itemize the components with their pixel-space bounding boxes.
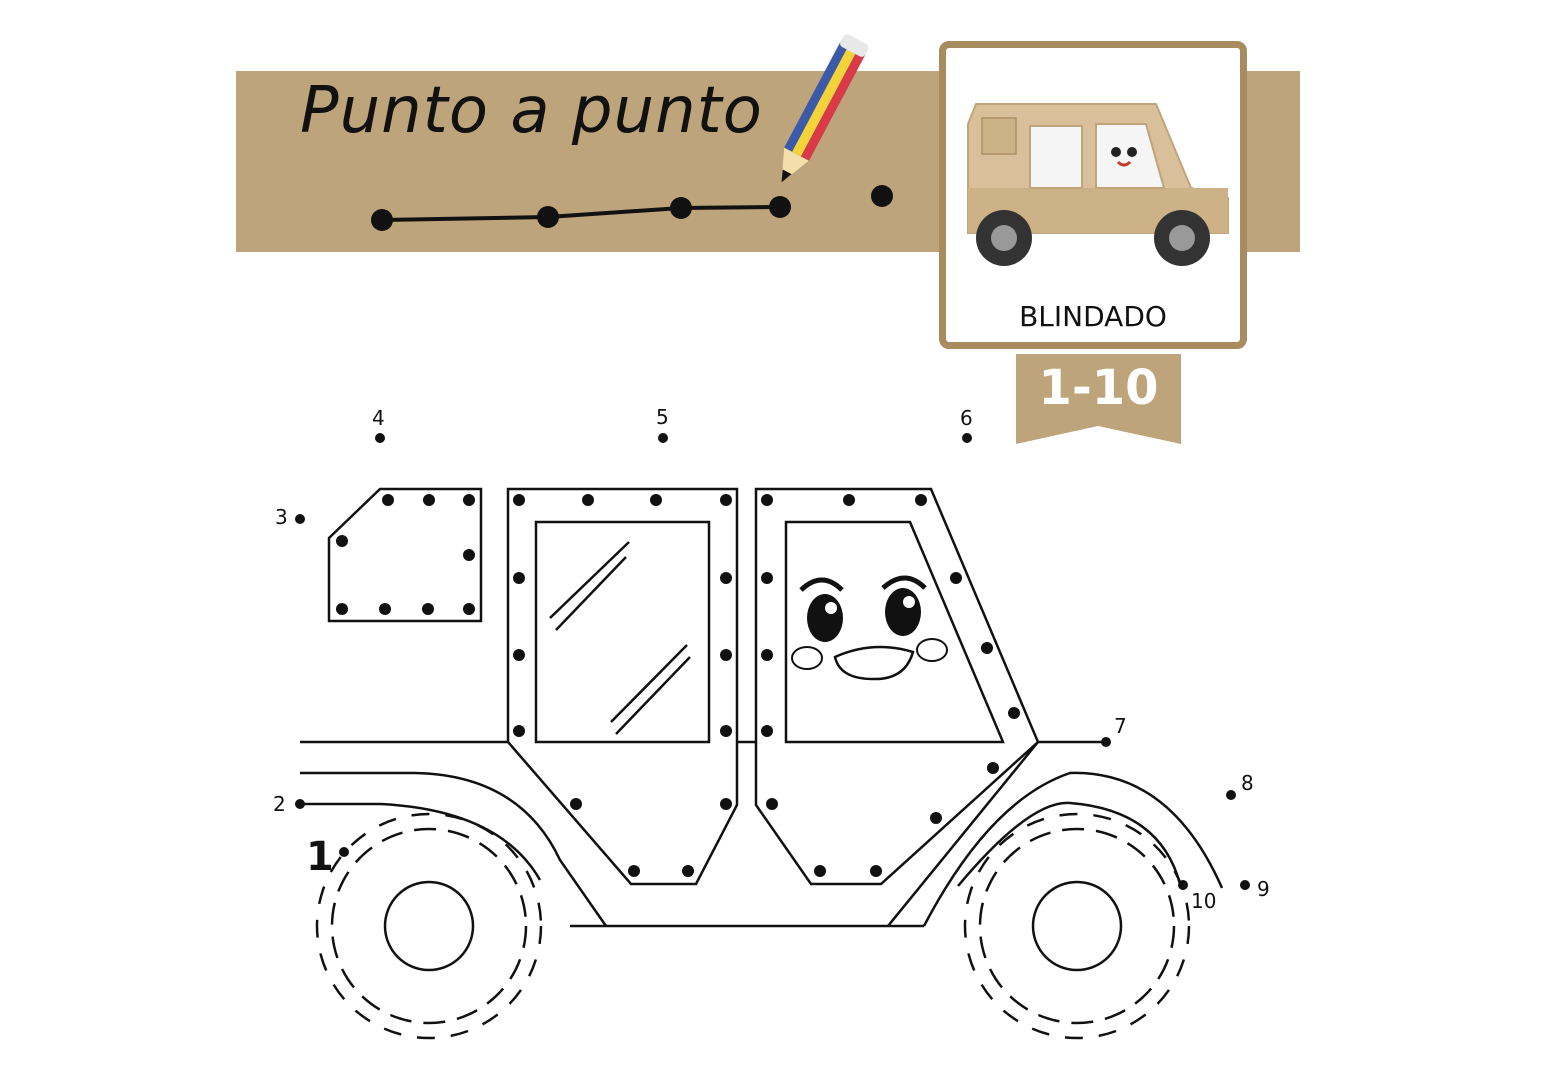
dot-label-10: 10 bbox=[1191, 889, 1217, 913]
dot-label-3: 3 bbox=[275, 505, 288, 529]
dot-label-1: 1 bbox=[306, 834, 334, 880]
card-label: BLINDADO bbox=[1019, 300, 1167, 333]
dot-label-2: 2 bbox=[273, 792, 286, 816]
dot-label-4: 4 bbox=[372, 406, 385, 430]
dot-label-5: 5 bbox=[656, 405, 669, 429]
example-dots-line bbox=[371, 185, 893, 231]
rear-wheel bbox=[963, 812, 1191, 1040]
armored-vehicle-icon bbox=[967, 103, 1229, 266]
vehicle-face bbox=[791, 575, 948, 681]
dot-label-7: 7 bbox=[1114, 714, 1127, 738]
vehicle-outline bbox=[300, 487, 1224, 1040]
pencil-icon bbox=[781, 34, 869, 183]
page-title: Punto a punto bbox=[300, 74, 763, 148]
vehicle-card: BLINDADO bbox=[939, 41, 1247, 349]
dot-label-8: 8 bbox=[1241, 771, 1254, 795]
range-ribbon bbox=[1016, 354, 1181, 444]
range-badge: 1-10 bbox=[1038, 360, 1159, 416]
dot-label-6: 6 bbox=[960, 406, 973, 430]
rivets bbox=[336, 494, 1020, 877]
dot-label-9: 9 bbox=[1257, 877, 1270, 901]
numbered-dots bbox=[295, 433, 1250, 890]
front-wheel bbox=[315, 812, 543, 1040]
